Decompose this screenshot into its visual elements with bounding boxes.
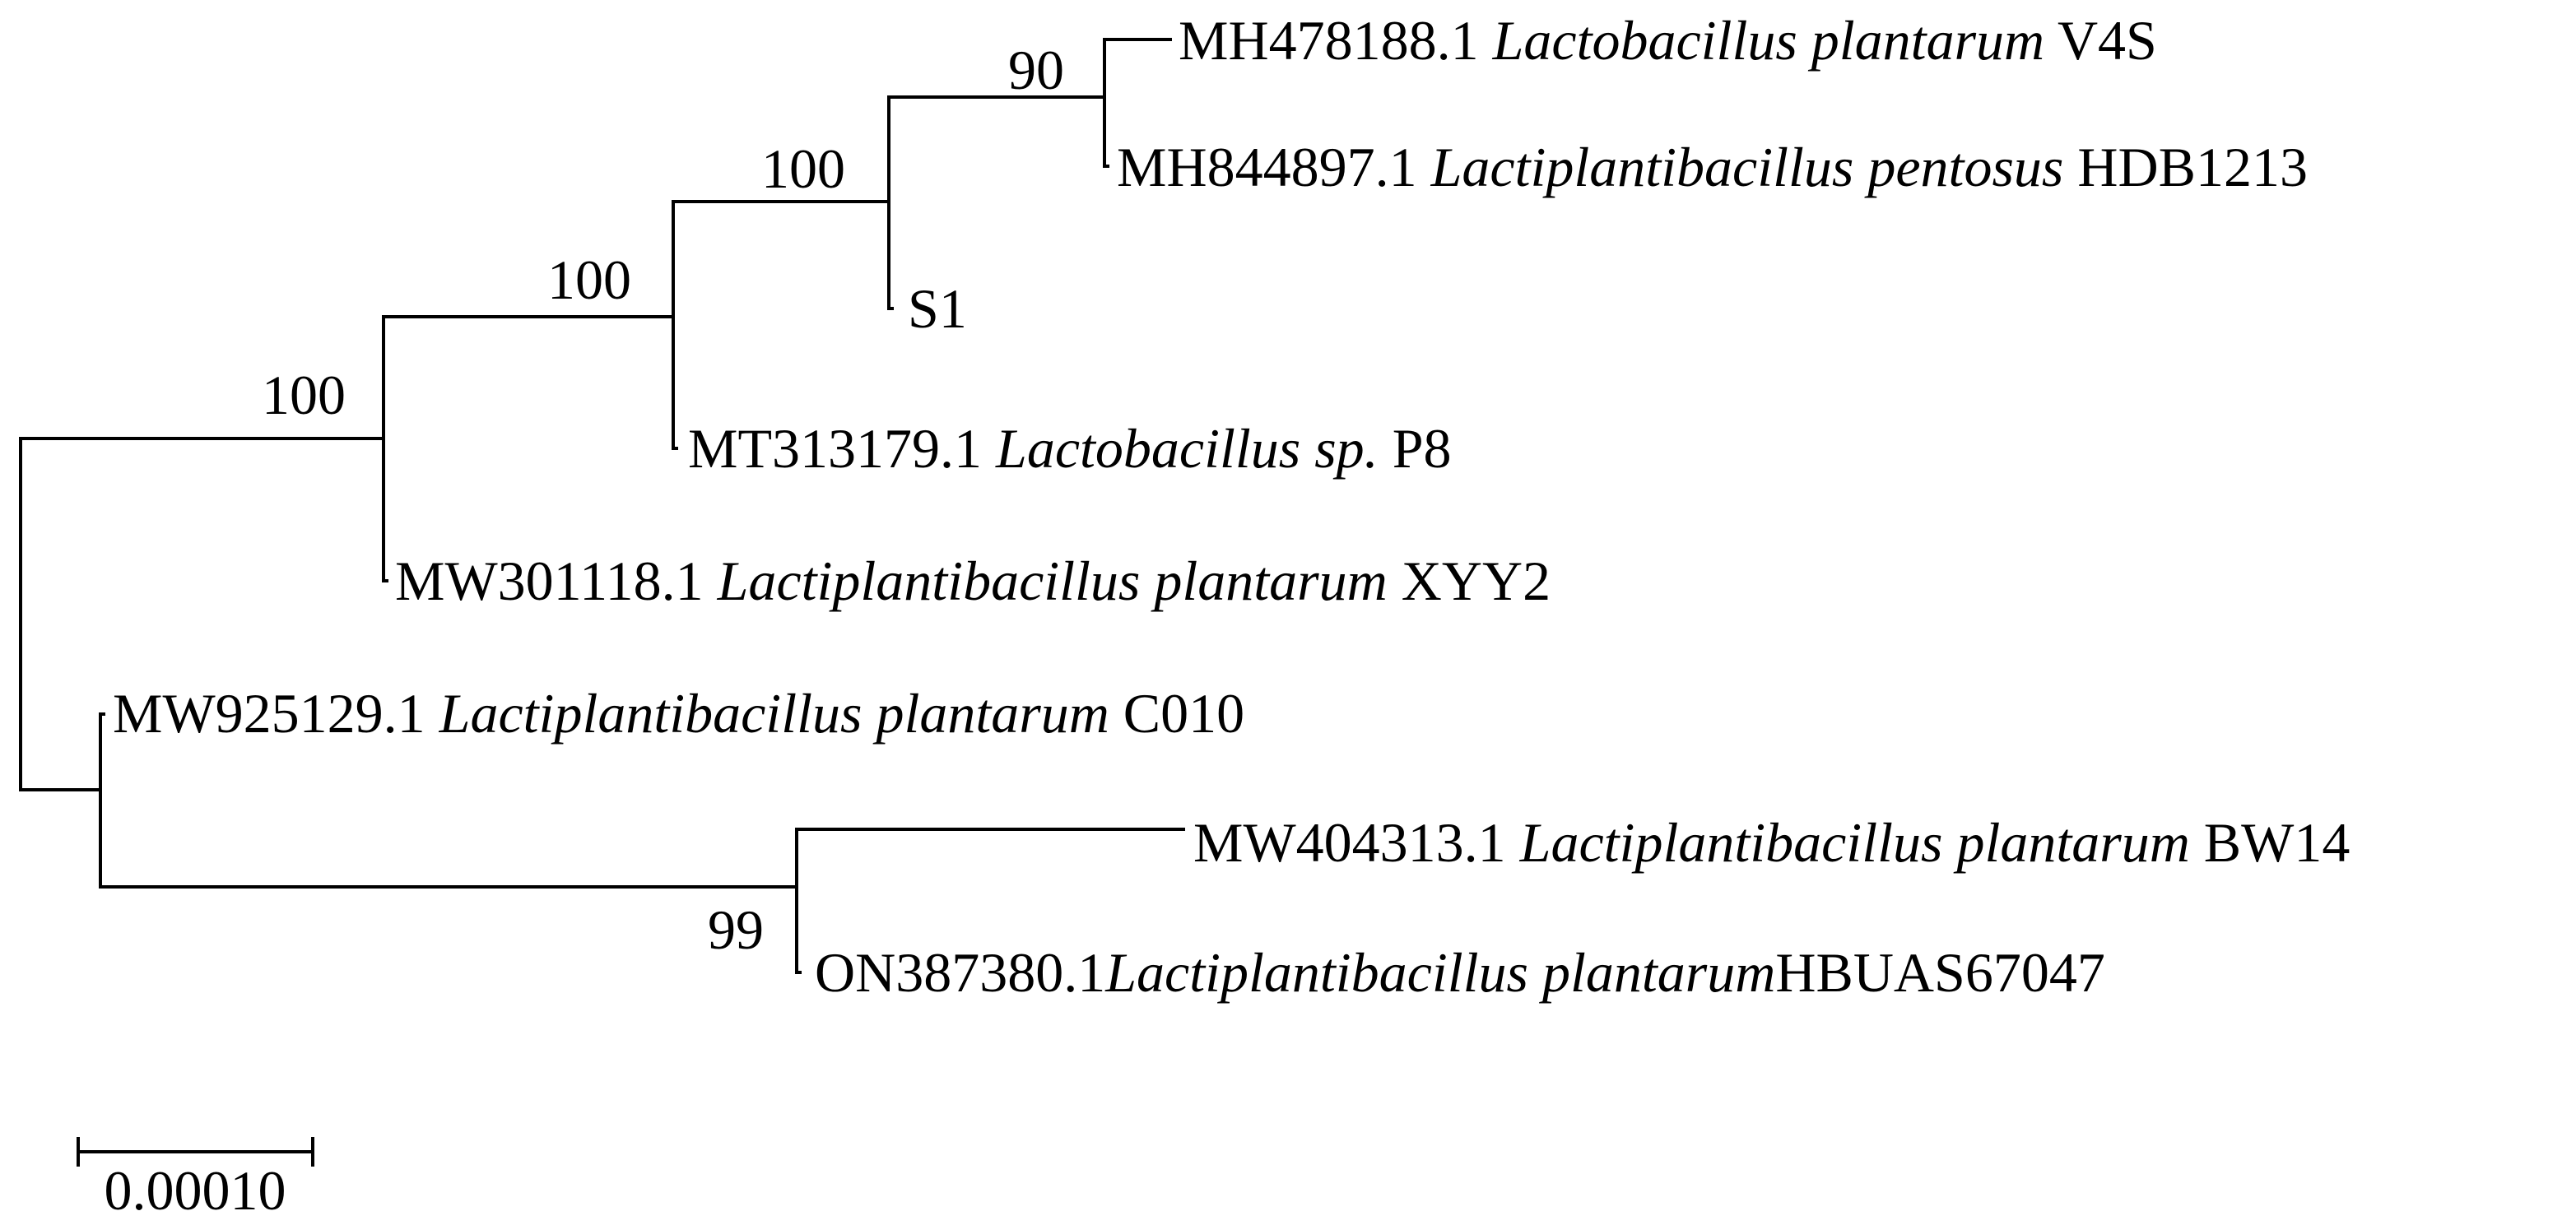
leaf-label-bw14: MW404313.1 Lactiplantibacillus plantarum… — [1193, 811, 2350, 874]
leaf-label-xyy2: MW301118.1 Lactiplantibacillus plantarum… — [395, 550, 1551, 612]
leaf-label-hdb1213: MH844897.1 Lactiplantibacillus pentosus … — [1117, 136, 2308, 198]
leaf-label-c010: MW925129.1 Lactiplantibacillus plantarum… — [113, 682, 1244, 745]
leaf-label-v4s: MH478188.1 Lactobacillus plantarum V4S — [1179, 9, 2157, 72]
leaf-label-hbuas67047: ON387380.1Lactiplantibacillus plantarumH… — [815, 941, 2105, 1004]
leaf-label-s1: S1 — [908, 277, 967, 340]
bootstrap-value: 99 — [708, 898, 764, 961]
bootstrap-value: 100 — [262, 364, 346, 426]
leaf-label-p8: MT313179.1 Lactobacillus sp. P8 — [688, 417, 1452, 480]
bootstrap-value: 100 — [547, 248, 631, 311]
scale-bar: 0.00010 — [77, 1137, 314, 1222]
bootstrap-value: 100 — [761, 137, 845, 200]
bootstrap-value: 90 — [1008, 39, 1064, 101]
scale-bar-label: 0.00010 — [105, 1159, 286, 1222]
